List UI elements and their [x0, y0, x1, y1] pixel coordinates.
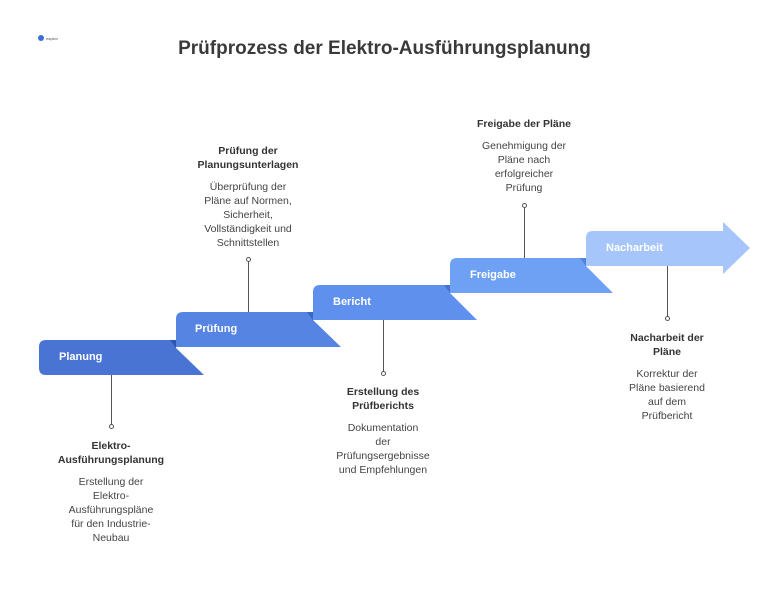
logo-text: napkin — [46, 35, 58, 41]
step-shape-planung — [39, 340, 204, 375]
step-shape-nacharbeit — [586, 222, 750, 274]
step-shape-pruefung — [176, 312, 341, 347]
step-fold-bericht — [444, 285, 450, 293]
page-title: Prüfprozess der Elektro-Ausführungsplanu… — [178, 38, 591, 59]
step-shape-freigabe — [450, 258, 613, 293]
logo: napkin — [38, 34, 62, 42]
step-fold-planung — [170, 340, 176, 348]
connector-line-bericht — [383, 320, 384, 372]
step-label-bericht: Bericht — [333, 296, 371, 308]
connector-line-pruefung — [248, 261, 249, 312]
step-fold-pruefung — [307, 312, 313, 320]
step-label-planung: Planung — [59, 351, 103, 363]
connector-line-nacharbeit — [667, 266, 668, 317]
step-label-freigabe: Freigabe — [470, 269, 516, 281]
connector-dot-pruefung — [246, 257, 251, 262]
connector-line-freigabe — [524, 207, 525, 258]
step-fold-freigabe — [580, 258, 586, 266]
annotation-heading: Freigabe der Pläne — [477, 118, 571, 130]
logo-icon — [38, 35, 44, 41]
connector-dot-planung — [109, 424, 114, 429]
connector-dot-bericht — [381, 371, 386, 376]
step-shape-bericht — [313, 285, 477, 320]
annotation-heading: Elektro-Ausführungsplanung — [57, 440, 165, 466]
connector-dot-nacharbeit — [665, 316, 670, 321]
connector-dot-freigabe — [522, 203, 527, 208]
step-label-nacharbeit: Nacharbeit — [606, 242, 663, 254]
connector-line-planung — [111, 375, 112, 425]
step-label-pruefung: Prüfung — [195, 323, 238, 335]
annotation-planung: Elektro-Ausführungsplanung Erstellung de… — [46, 439, 176, 545]
